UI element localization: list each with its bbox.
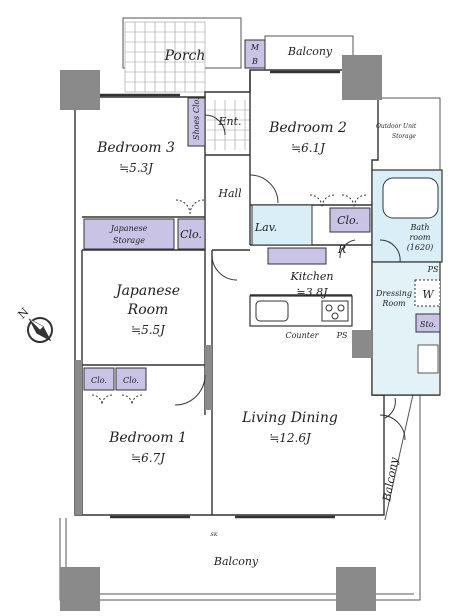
- living-label: Living Dining: [241, 410, 338, 426]
- clo-d-label: Clo.: [123, 376, 139, 385]
- bedroom2-label: Bedroom 2: [268, 120, 347, 136]
- wet-area: [251, 169, 443, 396]
- svg-text:Room: Room: [127, 302, 169, 318]
- pillars: [60, 55, 382, 611]
- balcony-right-label: Balcony: [380, 456, 401, 504]
- clo-c-label: Clo.: [91, 376, 107, 385]
- clo-a-label: Clo.: [180, 228, 202, 241]
- svg-text:Storage: Storage: [392, 133, 416, 140]
- svg-text:Japanese: Japanese: [113, 283, 180, 299]
- svg-text:Outdoor Unit: Outdoor Unit: [376, 123, 417, 130]
- living-size: ≒12.6J: [269, 431, 312, 445]
- storage-areas: [83, 39, 441, 391]
- counter-label: Counter: [285, 331, 319, 340]
- bedroom1-label: Bedroom 1: [108, 430, 187, 446]
- labels: Porch M B Balcony Shoes Clo. Ent. Bedroo…: [91, 43, 439, 568]
- kitchen-label: Kitchen: [290, 270, 334, 283]
- kitchen-counter: [249, 295, 353, 327]
- shoes-clo-label: Shoes Clo.: [192, 97, 201, 140]
- ent-label: Ent.: [217, 115, 241, 128]
- japanese-room-size: ≒5.5J: [131, 323, 166, 337]
- entrance-tiles: [207, 100, 250, 150]
- sk-label: SK: [210, 532, 217, 538]
- door-swings: [91, 114, 406, 441]
- svg-text:Bath: Bath: [409, 223, 429, 232]
- windows: [100, 70, 340, 519]
- sto-label: Sto.: [420, 320, 436, 329]
- clo-b-label: Clo.: [337, 214, 359, 227]
- balcony-top-label: Balcony: [287, 45, 333, 58]
- lav-label: Lav.: [254, 221, 277, 234]
- bedroom2-size: ≒6.1J: [291, 141, 326, 155]
- svg-text:Dressing: Dressing: [375, 289, 412, 298]
- hall-label: Hall: [217, 187, 242, 200]
- r-label: R: [337, 243, 346, 256]
- svg-text:room: room: [409, 233, 430, 242]
- bath-size: (1620): [407, 243, 434, 252]
- porch-tiles: [124, 21, 206, 93]
- bedroom3-size: ≒5.3J: [119, 161, 154, 175]
- w-label: W: [422, 288, 435, 301]
- svg-text:B: B: [251, 57, 258, 66]
- svg-text:M: M: [250, 43, 260, 52]
- bedroom3-label: Bedroom 3: [96, 140, 175, 156]
- svg-text:Japanese: Japanese: [109, 224, 148, 233]
- ps-a-label: PS: [427, 265, 439, 274]
- porch-label: Porch: [164, 48, 206, 64]
- ps-b-label: PS: [336, 331, 348, 340]
- kitchen-size: ≒3.8J: [296, 286, 328, 299]
- compass-icon: N: [15, 305, 53, 343]
- svg-text:Room: Room: [381, 299, 406, 308]
- svg-text:Storage: Storage: [113, 236, 145, 245]
- bedroom1-size: ≒6.7J: [131, 451, 166, 465]
- balcony-bottom-label: Balcony: [213, 555, 259, 568]
